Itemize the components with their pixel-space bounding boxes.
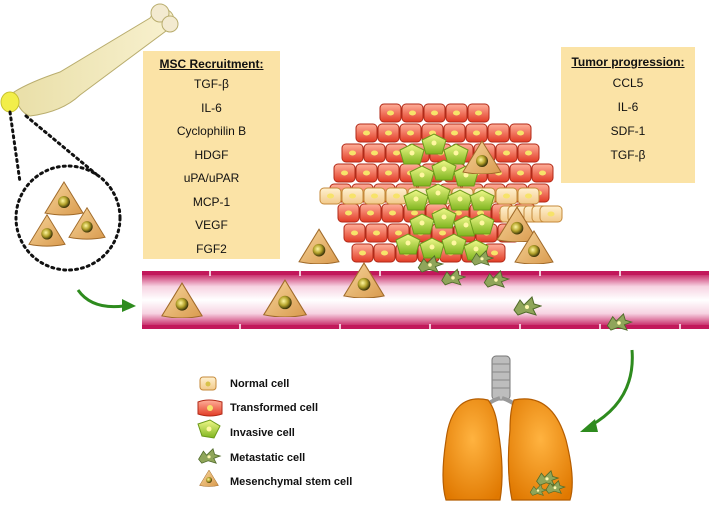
cell-nucleus [463,172,469,178]
cell-nucleus [451,240,457,246]
cell-nucleus [429,244,435,250]
cell-nucleus [455,210,462,216]
legend-label-invasive-cell: Invasive cell [230,427,295,439]
msc-factor: uPA/uPAR [183,171,240,185]
cell-nucleus [441,214,447,220]
bone-marrow-stem-cells [28,181,106,247]
cell-nucleus [503,150,510,156]
legend-label-mesenchymal-stem-cell: Mesenchymal stem cell [230,476,353,488]
legend-label-transformed-cell: Transformed cell [230,402,319,414]
transformed-cell-icon [197,399,223,417]
cell-nucleus [517,170,524,176]
msc-factor: IL-6 [201,100,222,115]
cell-nucleus [381,250,388,256]
tumor-progression-box: Tumor progression: CCL5 IL-6 SDF-1 TGF-β [561,47,695,183]
legend [197,376,223,487]
cell-nucleus [389,210,396,216]
cell-nucleus [359,250,366,256]
cell-nucleus [547,211,555,217]
cell-nucleus [431,110,438,116]
cell-nucleus [393,150,400,156]
cell-nucleus [453,150,459,156]
legend-label-normal-cell: Normal cell [230,378,290,390]
legend-label-metastatic-cell: Metastatic cell [230,452,306,464]
metastatic-cell-icon [198,448,221,464]
cell-nucleus [475,110,482,116]
cell-nucleus [525,193,532,199]
msc-factor: Cyclophilin B [176,124,247,138]
cell-nucleus [517,130,524,136]
msc-recruitment-title: MSC Recruitment: [159,57,264,71]
tumor-factor: SDF-1 [610,124,646,138]
cell-nucleus [327,193,334,199]
cell-nucleus [393,193,400,199]
cell-nucleus [441,166,447,172]
bone-icon [0,3,179,117]
cell-nucleus [371,193,378,199]
msc-factor: VEGF [195,218,228,232]
cell-nucleus [479,220,485,226]
tumor-factor: IL-6 [617,100,639,114]
cell-nucleus [407,130,414,136]
cell-nucleus [463,222,469,228]
cell-nucleus [539,170,546,176]
cell-nucleus [473,130,480,136]
cell-nucleus [385,170,392,176]
tumor-factor: TGF-β [610,148,646,162]
cell-nucleus [371,150,378,156]
msc-factor: FGF2 [196,241,227,256]
cell-nucleus [491,250,498,256]
cell-nucleus [409,150,415,156]
bone-marrow-zoom [8,110,122,272]
cell-nucleus [457,196,463,202]
cell-nucleus [453,110,460,116]
cell-nucleus [395,230,402,236]
cell-nucleus [413,196,419,202]
cell-nucleus [385,130,392,136]
msc-factor: TGF-β [194,77,229,91]
cell-nucleus [479,196,485,202]
cell-nucleus [387,110,394,116]
cell-nucleus [405,240,411,246]
cell-nucleus [351,230,358,236]
cell-nucleus [431,140,437,146]
cell-nucleus [341,170,348,176]
cell-nucleus [495,130,502,136]
cell-nucleus [349,150,356,156]
cell-nucleus [503,193,510,199]
cell-nucleus [345,210,352,216]
cell-nucleus [409,110,416,116]
recruitment-arrow [76,289,136,312]
cell-nucleus [411,210,418,216]
cell-nucleus [419,220,425,226]
invasive-cell-icon [197,419,221,439]
mesenchymal-stem-cell-icon [199,469,219,487]
normal-cell-icon [199,376,217,391]
msc-factor: HDGF [194,147,229,162]
tumor-progression-title: Tumor progression: [571,55,685,69]
blood-vessel [142,271,709,329]
lung-icon [442,355,573,501]
cell-nucleus [373,230,380,236]
cell-nucleus [439,230,446,236]
tumor-mass [319,103,563,264]
msc-factor: MCP-1 [192,194,231,209]
cell-nucleus [419,172,425,178]
cell-nucleus [435,190,441,196]
cell-nucleus [525,150,532,156]
cell-nucleus [367,210,374,216]
cell-nucleus [349,193,356,199]
cell-nucleus [451,130,458,136]
metastasis-arrow [580,349,634,432]
cell-nucleus [363,170,370,176]
msc-recruitment-box: MSC Recruitment: TGF-β IL-6 Cyclophilin … [143,51,280,259]
cell-nucleus [473,246,479,252]
tumor-factor: CCL5 [612,76,644,90]
cell-nucleus [363,130,370,136]
